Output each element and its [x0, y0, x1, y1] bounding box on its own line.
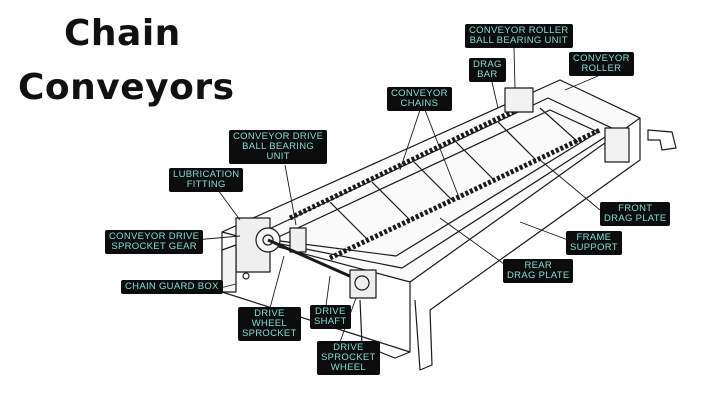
diagram-title-line-1: Chain: [64, 13, 181, 54]
chain-rear: [288, 105, 522, 221]
frame-right-side: [429, 118, 641, 311]
label-chain-guard-box: CHAIN GUARD BOX: [121, 280, 223, 294]
diagram-title-line-2: Conveyors: [18, 67, 235, 108]
frame-leg-right: [414, 299, 433, 371]
